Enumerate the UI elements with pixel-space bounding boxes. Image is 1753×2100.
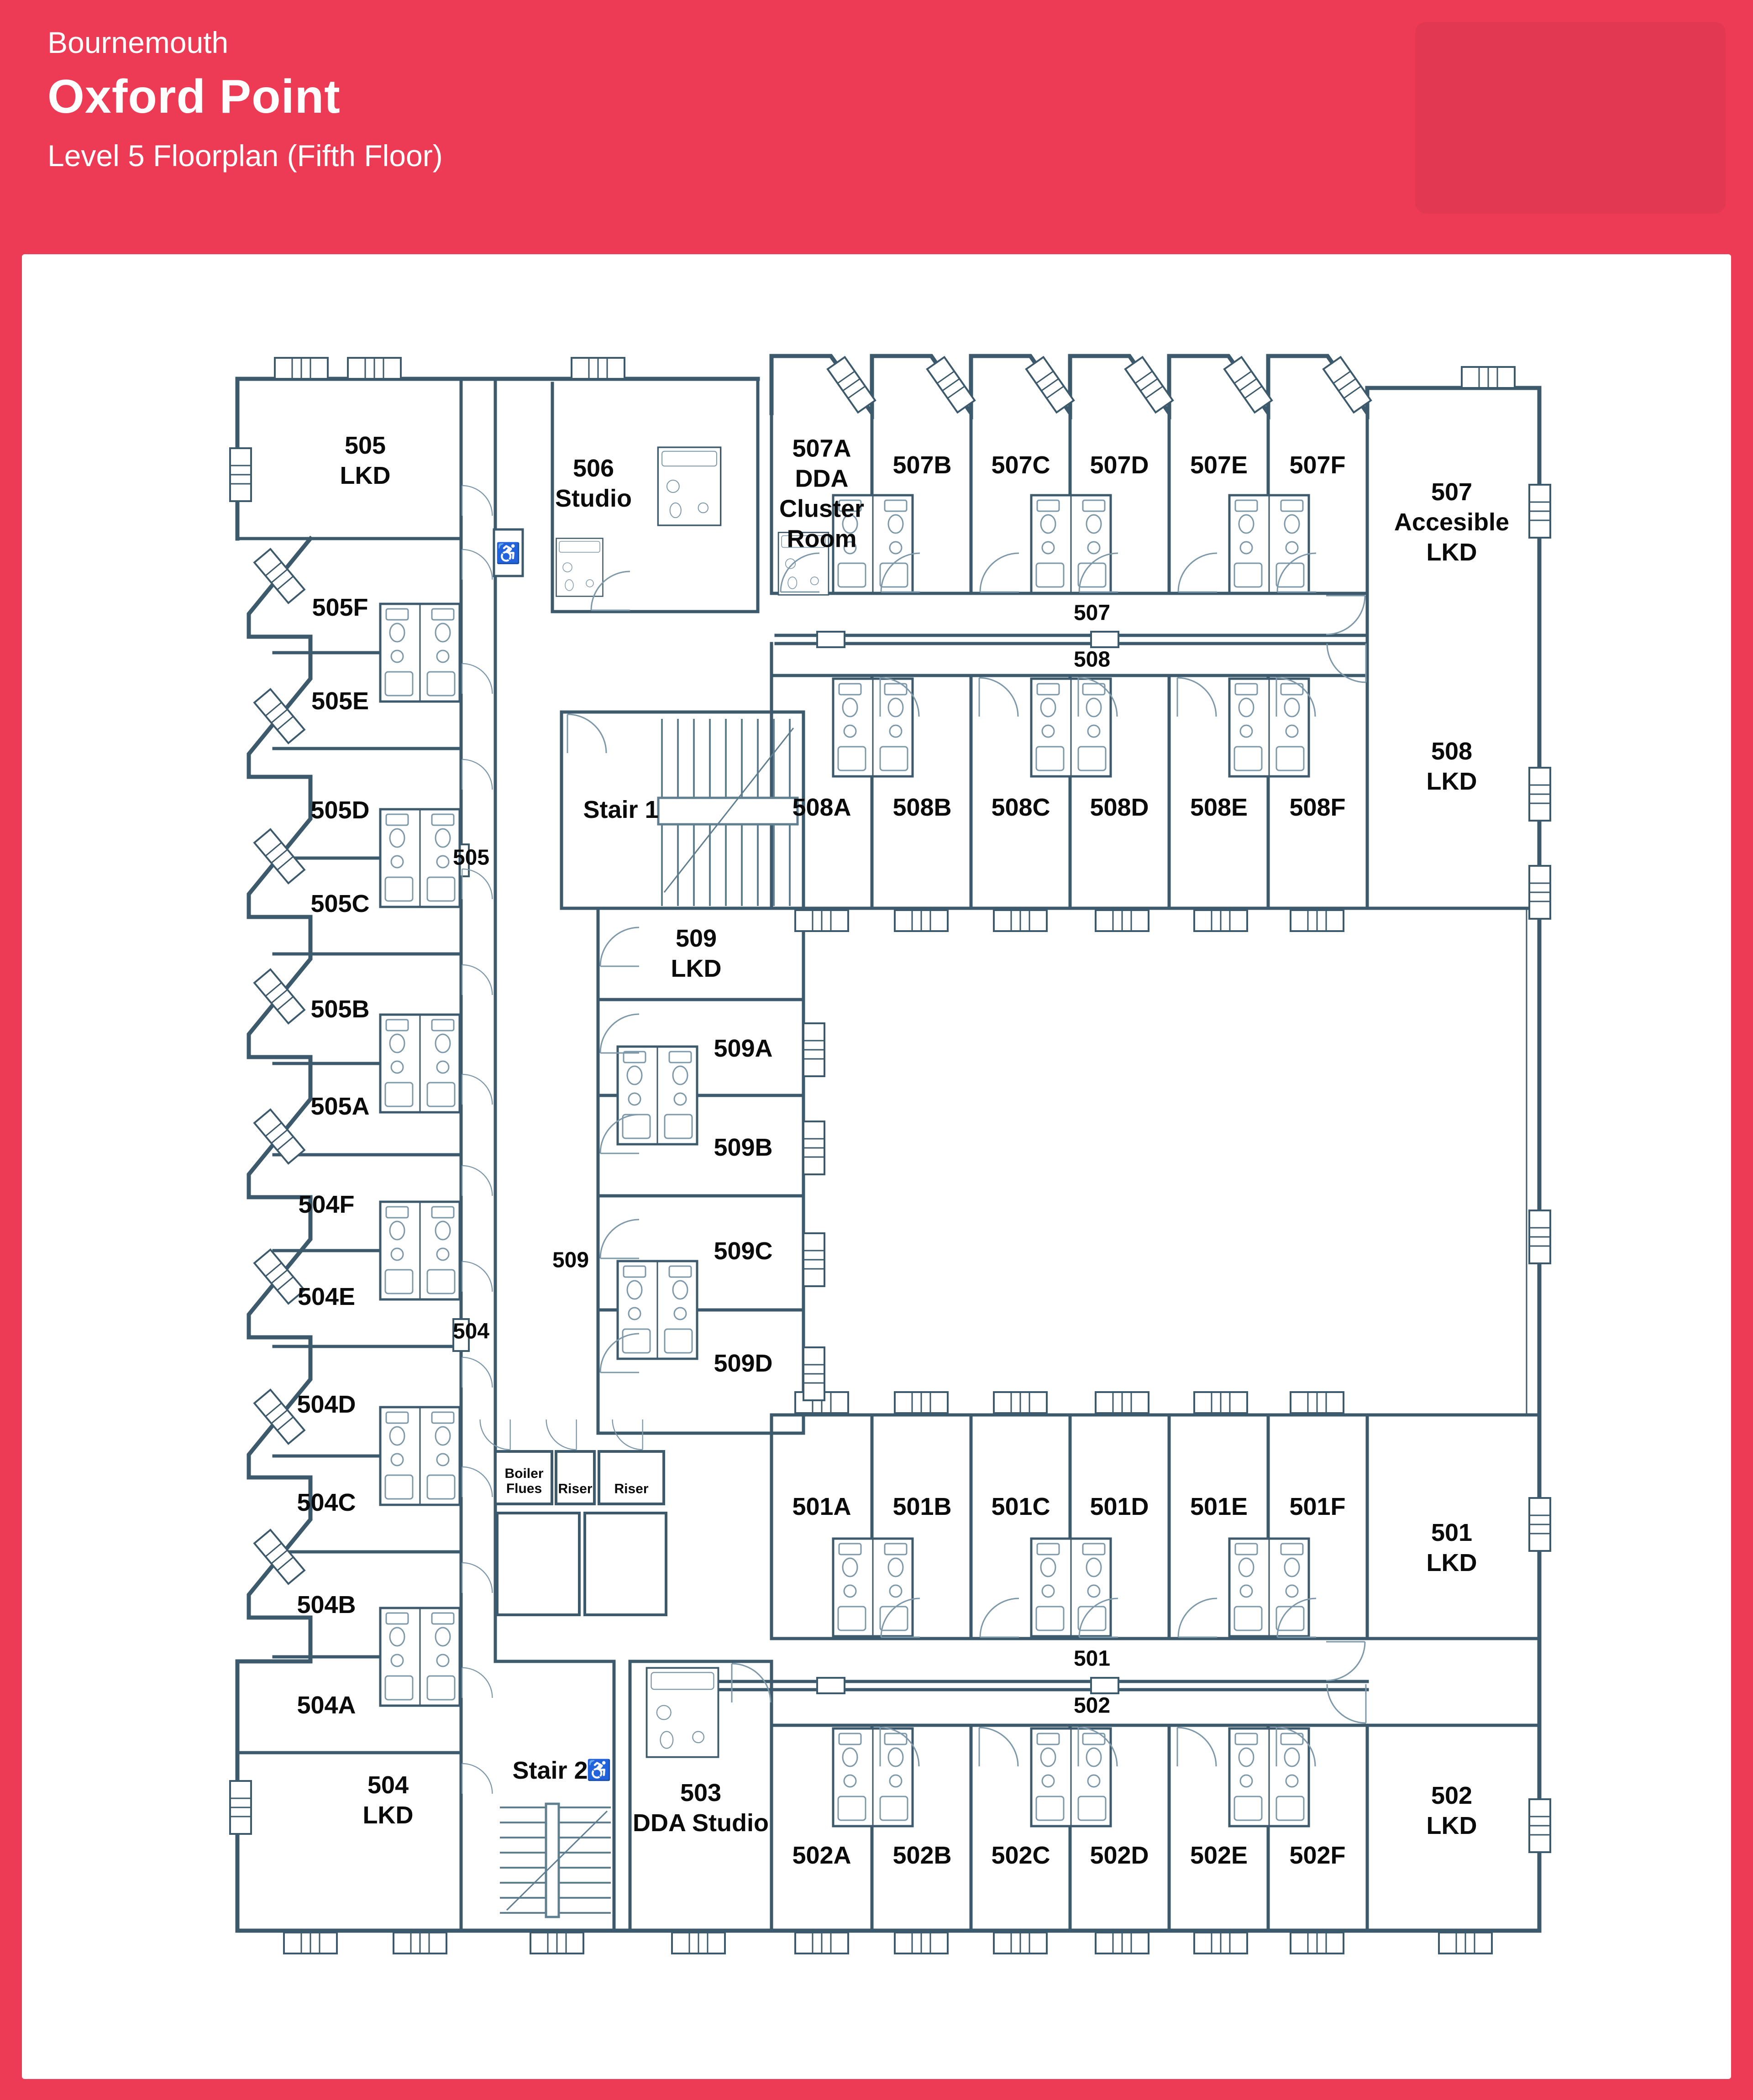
banner-accent-rectangle (1415, 22, 1726, 214)
header-city: Bournemouth (47, 26, 229, 59)
header: Bournemouth Oxford Point Level 5 Floorpl… (47, 27, 443, 171)
plan-sheet (22, 254, 1731, 2079)
header-subtitle: Level 5 Floorplan (Fifth Floor) (47, 139, 443, 173)
header-building: Oxford Point (47, 70, 341, 123)
